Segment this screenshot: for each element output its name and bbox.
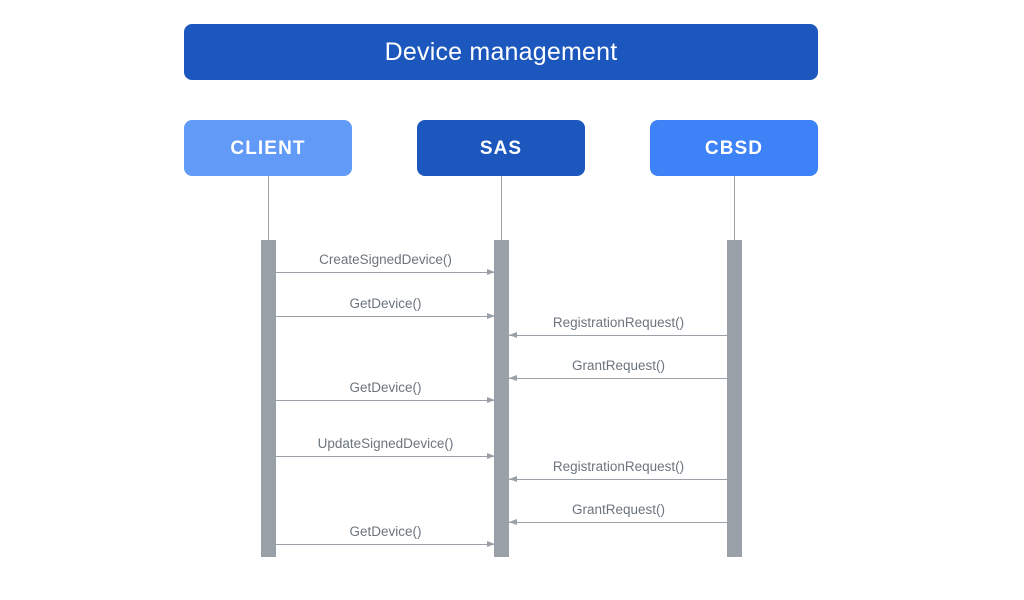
actor-label-sas: SAS xyxy=(479,137,523,159)
arrow-right-icon xyxy=(487,312,495,319)
lifeline-sas xyxy=(501,176,502,242)
page-title: Device management xyxy=(384,37,618,66)
arrow-left-icon xyxy=(509,331,517,338)
arrow-left-icon xyxy=(509,475,517,482)
activation-bar-sas xyxy=(494,240,509,557)
arrow-left-icon xyxy=(509,374,517,381)
arrow-left-icon xyxy=(509,518,517,525)
arrow-right-icon xyxy=(487,540,495,547)
message-label: CreateSignedDevice() xyxy=(319,251,452,267)
message-label: GetDevice() xyxy=(349,523,422,539)
activation-bar-client xyxy=(261,240,276,557)
diagram-title-banner: Device management xyxy=(184,24,818,80)
actor-label-cbsd: CBSD xyxy=(704,137,764,159)
message-label: GetDevice() xyxy=(349,295,422,311)
message-line xyxy=(509,479,728,480)
actor-box-cbsd[interactable]: CBSD xyxy=(650,120,818,176)
message-line xyxy=(509,378,728,379)
message-line xyxy=(276,316,495,317)
lifeline-client xyxy=(268,176,269,242)
arrow-right-icon xyxy=(487,452,495,459)
message-line xyxy=(276,456,495,457)
message-label: GrantRequest() xyxy=(571,357,666,373)
activation-bar-cbsd xyxy=(727,240,742,557)
arrow-right-icon xyxy=(487,396,495,403)
actor-label-client: CLIENT xyxy=(230,137,306,159)
message-line xyxy=(276,272,495,273)
actor-box-sas[interactable]: SAS xyxy=(417,120,585,176)
actor-box-client[interactable]: CLIENT xyxy=(184,120,352,176)
message-line xyxy=(509,335,728,336)
message-line xyxy=(276,400,495,401)
arrow-right-icon xyxy=(487,268,495,275)
message-label: UpdateSignedDevice() xyxy=(317,435,454,451)
message-label: RegistrationRequest() xyxy=(552,458,685,474)
message-label: GetDevice() xyxy=(349,379,422,395)
message-label: GrantRequest() xyxy=(571,501,666,517)
message-line xyxy=(276,544,495,545)
message-line xyxy=(509,522,728,523)
lifeline-cbsd xyxy=(734,176,735,242)
message-label: RegistrationRequest() xyxy=(552,314,685,330)
